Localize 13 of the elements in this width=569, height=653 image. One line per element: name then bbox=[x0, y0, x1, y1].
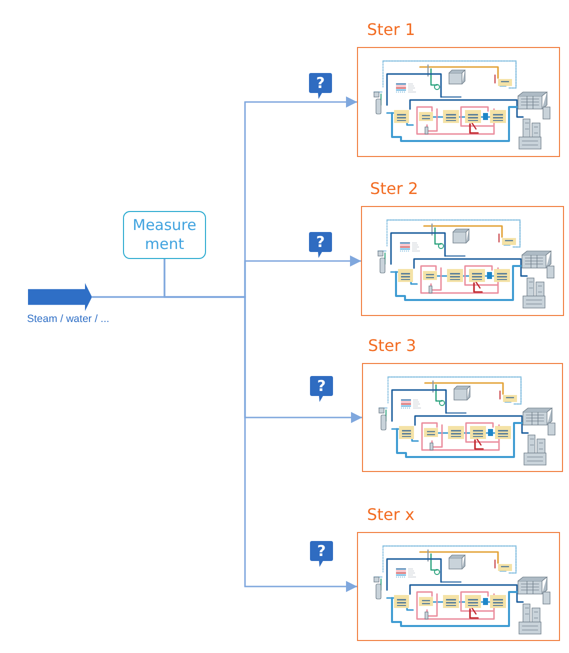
panel-heading: Ster x bbox=[367, 505, 414, 524]
question-bubble: ? bbox=[309, 232, 332, 258]
measurement-box bbox=[123, 211, 206, 259]
panel-heading: Ster 2 bbox=[370, 179, 418, 198]
connector-arrow bbox=[164, 259, 357, 592]
block-arrow bbox=[28, 283, 92, 311]
box-label: Measure ment bbox=[132, 216, 198, 254]
question-bubble: ? bbox=[310, 376, 333, 402]
flow-label: Steam / water / ... bbox=[27, 313, 110, 325]
panel-heading: Ster 1 bbox=[367, 20, 416, 39]
question-bubble: ? bbox=[309, 73, 332, 99]
panel-heading: Ster 3 bbox=[368, 336, 416, 355]
question-bubble: ? bbox=[310, 541, 333, 567]
